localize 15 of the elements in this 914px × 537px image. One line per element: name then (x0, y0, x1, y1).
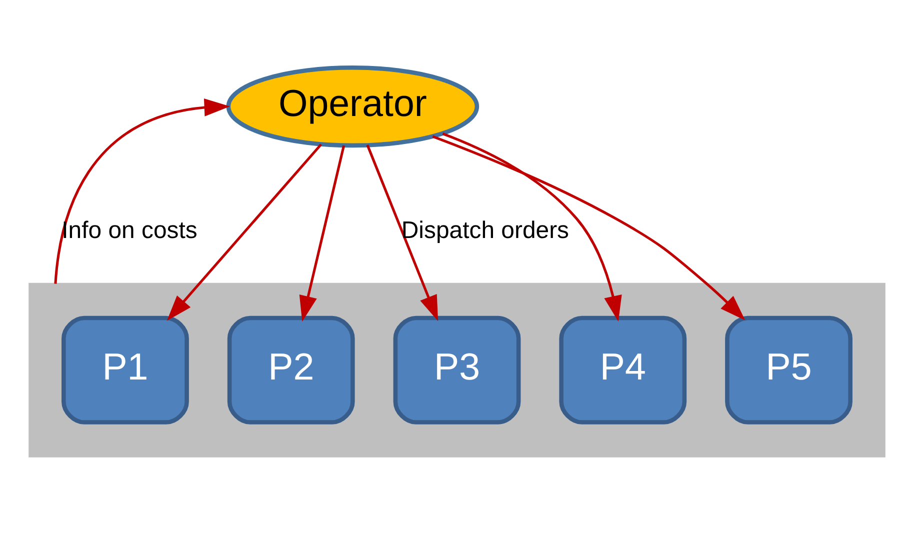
cluster (28, 282, 886, 457)
arrow (54, 98, 230, 284)
arrow (299, 144, 346, 322)
arrow (166, 143, 322, 320)
node-box: P2 (227, 315, 355, 424)
arrow (432, 134, 746, 320)
arrow (442, 132, 622, 322)
node-ellipse: Operator (226, 64, 480, 148)
node-box: P1 (62, 315, 189, 424)
edge-label: Dispatch orders (401, 216, 570, 244)
node-box: P3 (393, 315, 521, 424)
node-box: P4 (559, 315, 687, 424)
node-box: P5 (725, 315, 852, 424)
arrow (366, 144, 438, 321)
edge-label: Info on costs (62, 216, 198, 244)
